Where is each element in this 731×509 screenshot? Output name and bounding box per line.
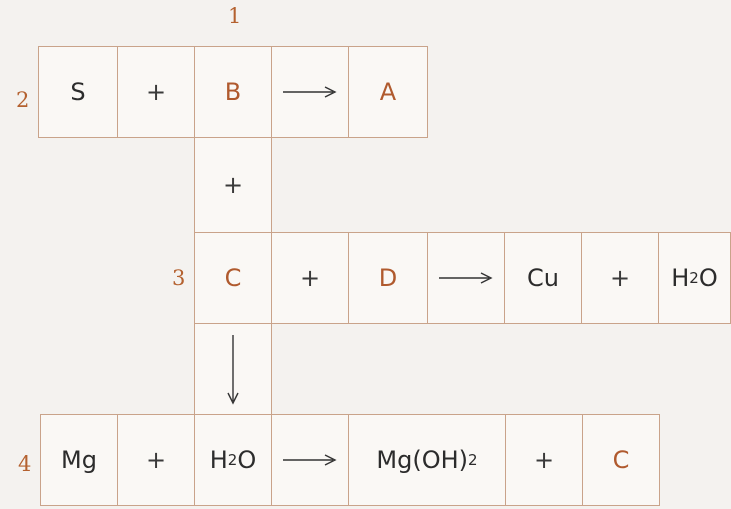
h2o-base: H bbox=[671, 264, 690, 292]
row4-cell-plus1: + bbox=[117, 414, 195, 506]
mgoh-subscript: 2 bbox=[468, 451, 478, 469]
col1-cell-arrow bbox=[194, 323, 272, 415]
row2-cell-arrow bbox=[271, 46, 349, 138]
row3-cell-cu: Cu bbox=[504, 232, 582, 324]
row4-cell-plus2: + bbox=[505, 414, 583, 506]
h2o-subscript: 2 bbox=[227, 451, 238, 469]
row2-cell-s: S bbox=[38, 46, 118, 138]
row3-cell-arrow bbox=[427, 232, 505, 324]
row2-cell-b: B bbox=[194, 46, 272, 138]
row4-cell-mgoh2: Mg(OH)2 bbox=[348, 414, 506, 506]
clue-number-4: 4 bbox=[18, 452, 32, 476]
row3-cell-c: C bbox=[194, 232, 272, 324]
col1-cell-plus: + bbox=[194, 137, 272, 233]
row4-cell-mg: Mg bbox=[40, 414, 118, 506]
row4-cell-arrow bbox=[271, 414, 349, 506]
right-arrow-icon bbox=[439, 272, 493, 284]
right-arrow-icon bbox=[283, 86, 337, 98]
h2o-base: H bbox=[209, 446, 228, 474]
mgoh-base: Mg(OH) bbox=[376, 446, 469, 474]
clue-number-1: 1 bbox=[228, 4, 242, 28]
row2-cell-plus: + bbox=[117, 46, 195, 138]
row2-cell-a: A bbox=[348, 46, 428, 138]
clue-number-2: 2 bbox=[16, 88, 30, 112]
row3-cell-plus2: + bbox=[581, 232, 659, 324]
right-arrow-icon bbox=[283, 454, 337, 466]
h2o-end: O bbox=[698, 264, 718, 292]
row4-cell-c: C bbox=[582, 414, 660, 506]
h2o-subscript: 2 bbox=[689, 269, 699, 287]
clue-number-3: 3 bbox=[172, 266, 186, 290]
h2o-end: O bbox=[237, 446, 257, 474]
row3-cell-d: D bbox=[348, 232, 428, 324]
row3-cell-plus1: + bbox=[271, 232, 349, 324]
down-arrow-icon bbox=[227, 335, 239, 405]
